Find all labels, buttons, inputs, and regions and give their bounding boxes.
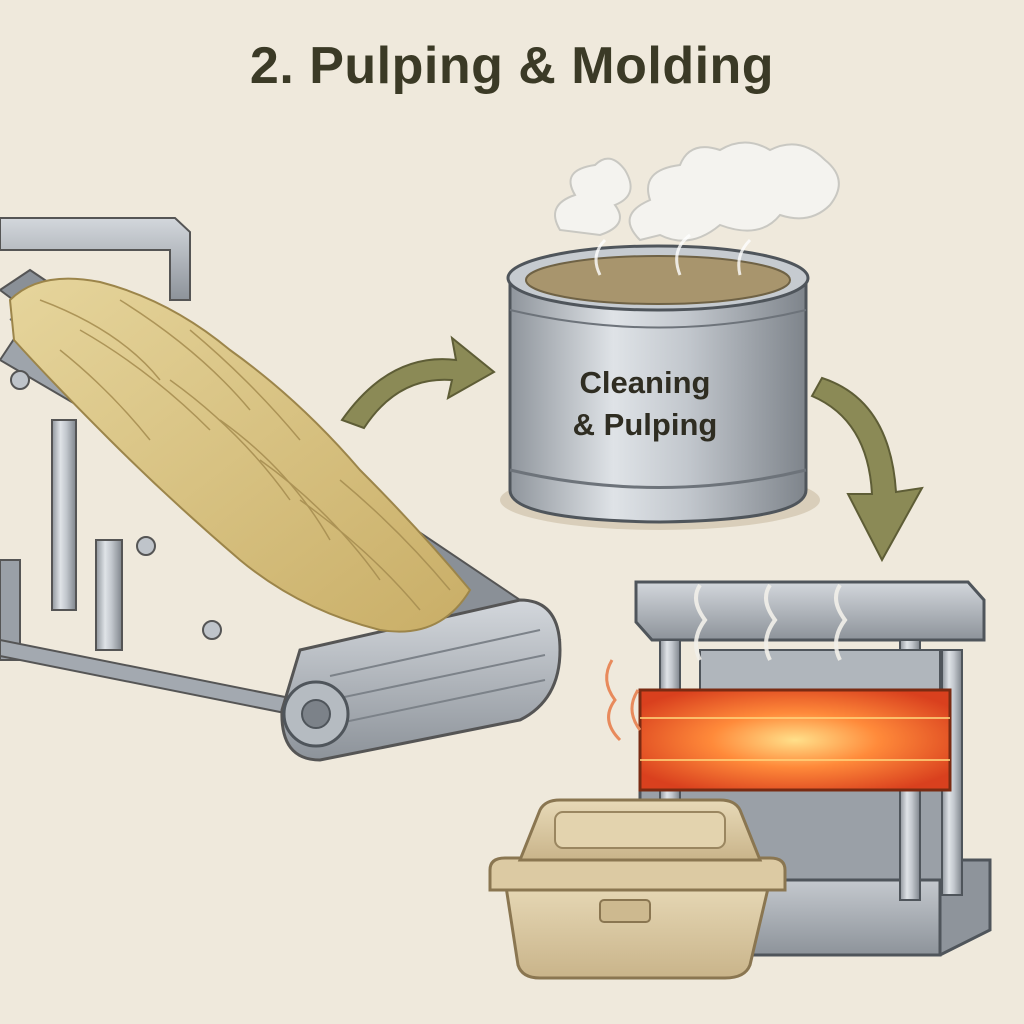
flow-arrow-2	[810, 376, 924, 563]
conveyor-belt-icon	[0, 217, 562, 762]
pulping-label-line-2: & Pulping	[572, 407, 718, 442]
diagram-title: 2. Pulping & Molding	[249, 37, 775, 95]
pulping-tank-label: Cleaning & Pulping	[520, 362, 770, 446]
clamshell-container-icon	[488, 798, 787, 980]
pulping-tank-icon	[500, 141, 840, 530]
flow-arrow-1	[340, 335, 496, 430]
pulping-label-line-1: Cleaning	[579, 365, 711, 400]
